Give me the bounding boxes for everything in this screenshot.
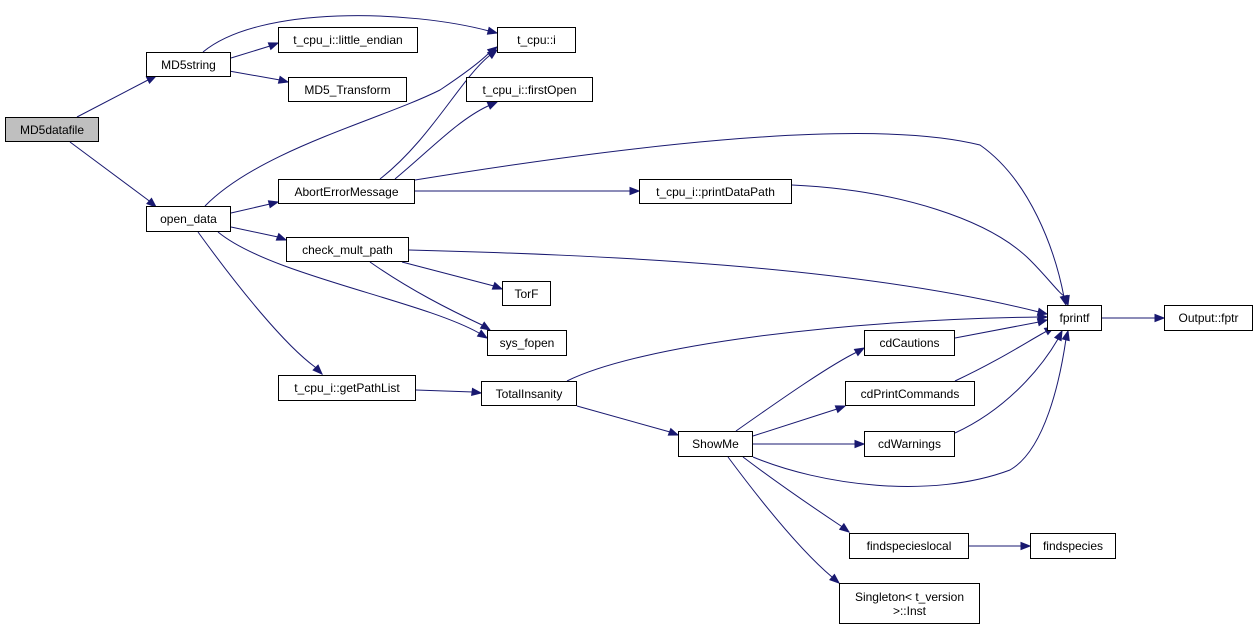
node-get-path-list[interactable]: t_cpu_i::getPathList [278, 375, 416, 401]
edge-open-data-get-path-list [197, 231, 323, 375]
node-print-data-path[interactable]: t_cpu_i::printDataPath [639, 179, 792, 204]
node-fprintf[interactable]: fprintf [1047, 305, 1102, 331]
node-abort-error-message[interactable]: AbortErrorMessage [278, 179, 415, 204]
edge-get-path-list-total-insanity [415, 389, 482, 394]
node-cd-print-commands[interactable]: cdPrintCommands [845, 381, 975, 406]
node-check-mult-path[interactable]: check_mult_path [286, 237, 409, 262]
node-md5-transform[interactable]: MD5_Transform [288, 77, 407, 102]
edge-show-me-cd-cautions [735, 347, 865, 432]
edge-show-me-cd-print-commands [752, 405, 846, 437]
edge-abort-t-cpu-i [379, 49, 498, 180]
arrowhead-check-mult-sys-fopen [479, 321, 492, 331]
node-findspecies[interactable]: findspecies [1030, 533, 1116, 559]
arrowhead-show-me-findspecieslocal [838, 522, 851, 533]
edge-print-data-path-fprintf [791, 184, 1069, 306]
arrowhead-md5datafile-open-data [146, 197, 158, 208]
edge-abort-first-open [394, 101, 498, 180]
node-output-fptr[interactable]: Output::fptr [1164, 305, 1253, 331]
arrowhead-cd-cautions-fprintf [1036, 318, 1049, 327]
arrowhead-show-me-singleton-inst [829, 573, 841, 584]
node-cd-cautions[interactable]: cdCautions [864, 330, 955, 356]
arrowhead-abort-first-open [486, 101, 499, 110]
edge-cd-warnings-fprintf [954, 330, 1063, 434]
edge-show-me-singleton-inst [727, 456, 840, 584]
node-total-insanity[interactable]: TotalInsanity [481, 381, 577, 406]
node-findspecieslocal[interactable]: findspecieslocal [849, 533, 969, 559]
arrowhead-print-data-path-fprintf [1061, 294, 1070, 307]
arrowhead-show-me-cd-cautions [853, 347, 866, 357]
node-singleton-inst[interactable]: Singleton< t_version >::Inst [839, 583, 980, 624]
arrowhead-md5string-t-cpu-i [486, 26, 499, 35]
edge-cd-print-commands-fprintf [954, 326, 1055, 382]
arrowhead-open-data-abort [267, 200, 280, 209]
node-t-cpu-i[interactable]: t_cpu::i [497, 27, 576, 53]
node-cd-warnings[interactable]: cdWarnings [864, 431, 955, 457]
edge-check-mult-torf [401, 261, 503, 290]
node-first-open[interactable]: t_cpu_i::firstOpen [466, 77, 593, 102]
arrowhead-total-insanity-show-me [667, 427, 680, 436]
node-torf[interactable]: TorF [502, 281, 551, 306]
arrowhead-show-me-cd-print-commands [834, 405, 847, 414]
arrowhead-show-me-cd-warnings [854, 439, 866, 449]
arrowhead-abort-print-data-path [629, 186, 641, 196]
arrowhead-cd-warnings-fprintf [1053, 329, 1063, 342]
arrowhead-get-path-list-total-insanity [471, 387, 483, 397]
node-open-data[interactable]: open_data [146, 206, 231, 232]
arrowhead-md5string-little-endian [267, 42, 280, 51]
edge-total-insanity-show-me [576, 405, 679, 436]
node-md5datafile: MD5datafile [5, 117, 99, 142]
edge-check-mult-sys-fopen [369, 261, 491, 331]
node-sys-fopen[interactable]: sys_fopen [487, 330, 567, 356]
arrowhead-open-data-get-path-list [312, 364, 323, 375]
arrowhead-findspecieslocal-findspecies [1020, 541, 1032, 551]
node-little-endian[interactable]: t_cpu_i::little_endian [278, 27, 418, 53]
arrowhead-fprintf-output-fptr [1154, 313, 1166, 323]
edge-show-me-findspecieslocal [742, 456, 850, 533]
edge-md5datafile-open-data [69, 141, 157, 208]
edge-md5string-t-cpu-i [202, 15, 498, 53]
arrowhead-open-data-sys-fopen [476, 329, 489, 339]
edge-show-me-fprintf [752, 330, 1069, 487]
arrowhead-check-mult-torf [491, 281, 504, 290]
edge-total-insanity-fprintf [566, 316, 1047, 382]
edge-md5datafile-md5string [76, 75, 157, 118]
edge-abort-fprintf [414, 133, 1067, 306]
arrowhead-abort-t-cpu-i [486, 49, 499, 60]
arrowhead-md5string-md5-transform [277, 75, 290, 84]
arrowhead-show-me-fprintf [1061, 329, 1070, 342]
arrowhead-open-data-check-mult [275, 232, 288, 241]
edge-check-mult-fprintf [408, 249, 1048, 315]
node-show-me[interactable]: ShowMe [678, 431, 753, 457]
arrowhead-md5datafile-md5string [145, 75, 158, 85]
edge-cd-cautions-fprintf [954, 319, 1048, 339]
edge-open-data-t-cpu-i [204, 46, 498, 207]
edge-open-data-sys-fopen [217, 231, 488, 339]
node-md5string[interactable]: MD5string [146, 52, 231, 77]
